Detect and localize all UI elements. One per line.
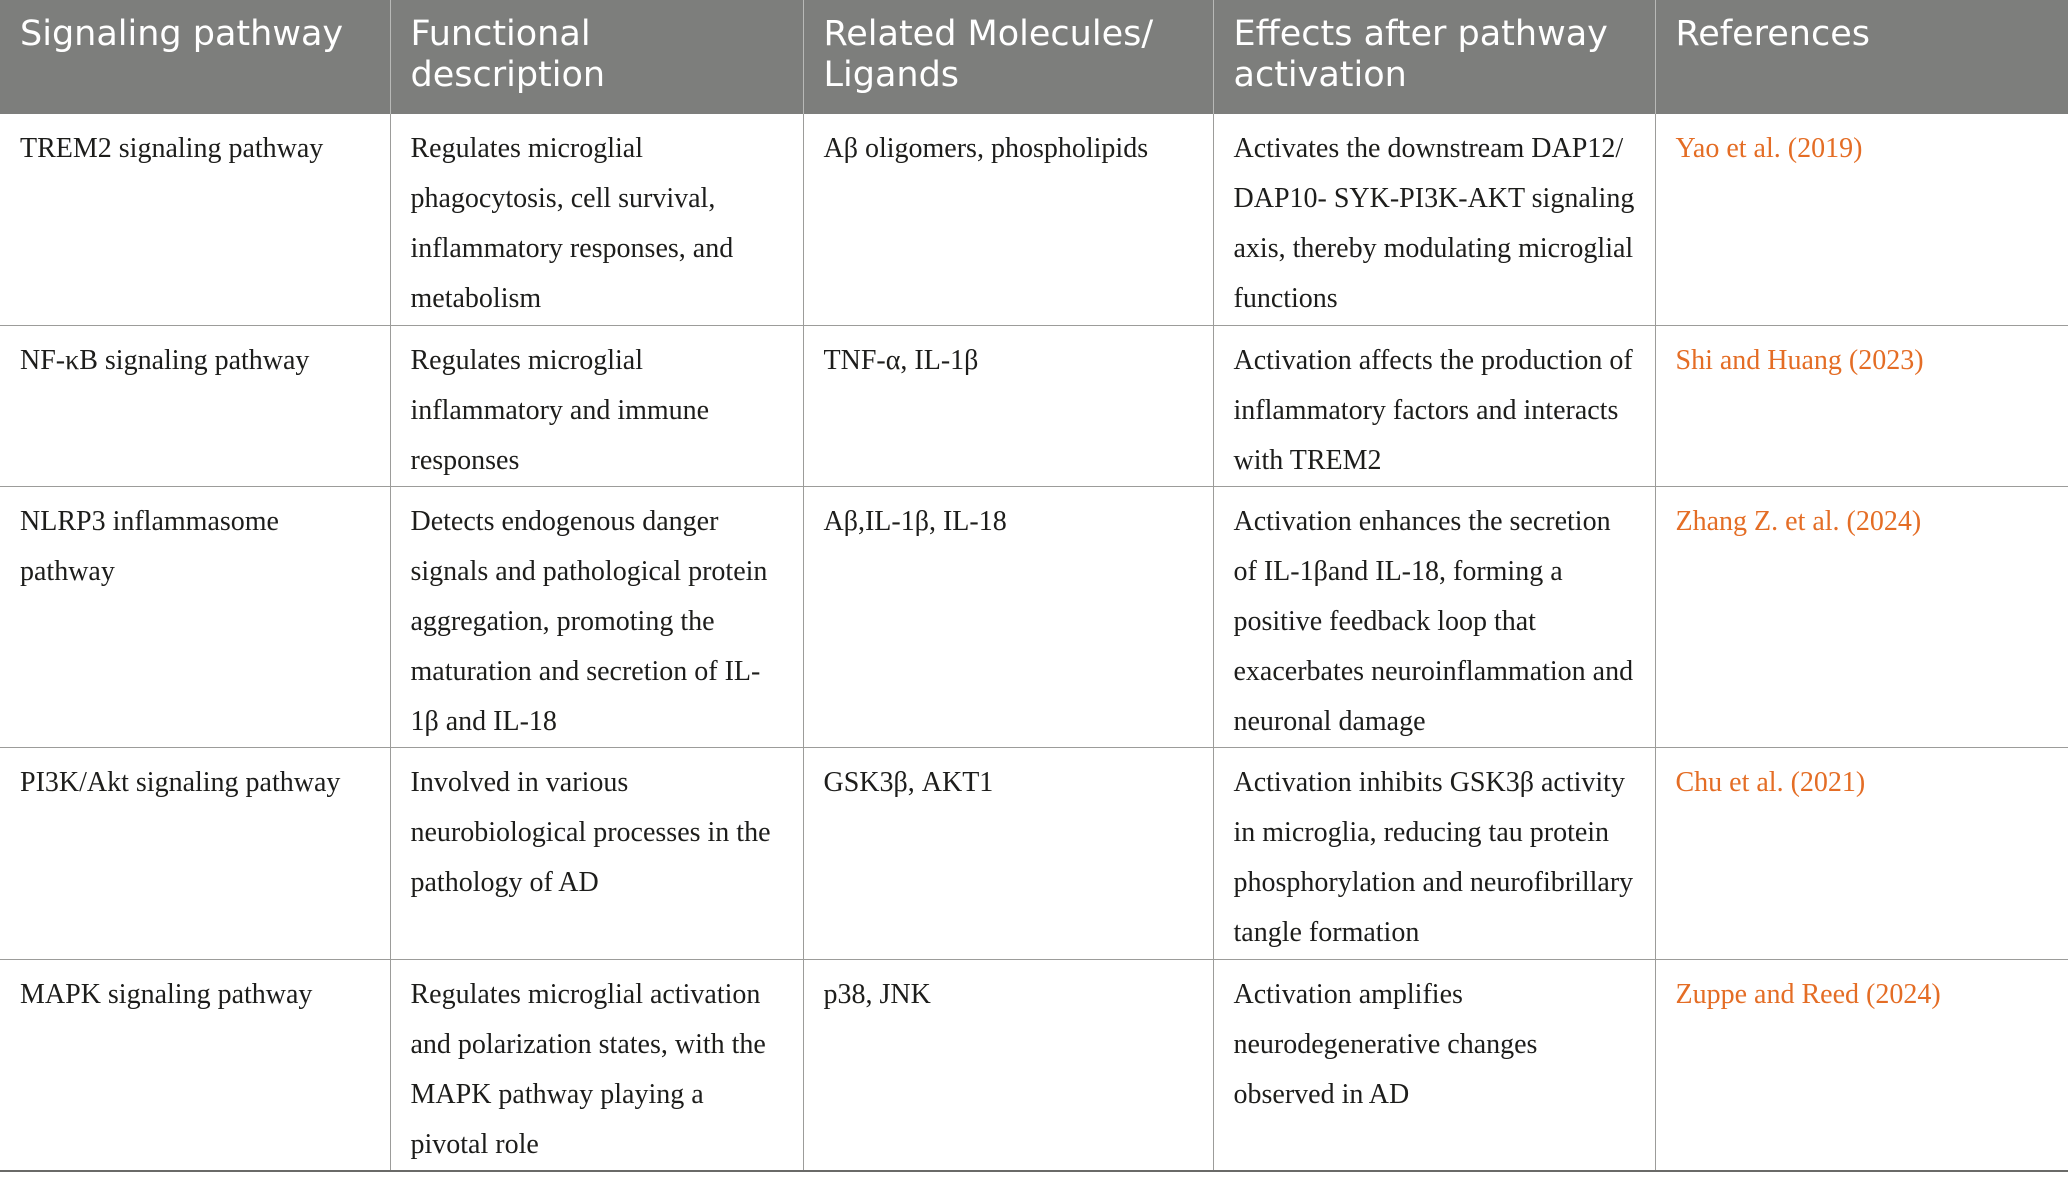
cell-effects: Activates the downstream DAP12/ DAP10- S… — [1212, 114, 1655, 326]
cell-molecules: Aβ oligomers, phospholipids — [802, 114, 1213, 326]
cell-molecules: p38, JNK — [802, 959, 1213, 1172]
reference-link[interactable]: Shi and Huang (2023) — [1654, 325, 2068, 487]
header-effects: Effects after pathway activation — [1212, 0, 1655, 114]
cell-effects: Activation amplifies neurodegenerative c… — [1212, 959, 1655, 1172]
cell-pathway: MAPK signaling pathway — [0, 959, 390, 1172]
cell-effects: Activation inhibits GSK3β activity in mi… — [1212, 747, 1655, 960]
cell-molecules: TNF-α, IL-1β — [802, 325, 1213, 487]
cell-description: Regulates microglial phagocytosis, cell … — [389, 114, 803, 326]
table-body: TREM2 signaling pathway Regulates microg… — [0, 114, 2068, 1172]
cell-description: Detects endogenous danger signals and pa… — [389, 486, 803, 748]
reference-link[interactable]: Zuppe and Reed (2024) — [1654, 959, 2068, 1172]
cell-molecules: Aβ,IL-1β, IL-18 — [802, 486, 1213, 748]
cell-pathway: TREM2 signaling pathway — [0, 114, 390, 326]
cell-pathway: PI3K/Akt signaling pathway — [0, 747, 390, 960]
reference-link[interactable]: Yao et al. (2019) — [1654, 114, 2068, 326]
cell-description: Involved in various neurobiological proc… — [389, 747, 803, 960]
header-related-molecules: Related Molecules/ Ligands — [802, 0, 1213, 114]
cell-pathway: NLRP3 inflammasome pathway — [0, 486, 390, 748]
header-signaling-pathway: Signaling pathway — [0, 0, 390, 114]
reference-link[interactable]: Chu et al. (2021) — [1654, 747, 2068, 960]
table-row: NF-κB signaling pathway Regulates microg… — [0, 325, 2068, 487]
table-row: PI3K/Akt signaling pathway Involved in v… — [0, 747, 2068, 960]
header-row: Signaling pathway Functional description… — [0, 0, 2068, 114]
table-row: TREM2 signaling pathway Regulates microg… — [0, 114, 2068, 326]
reference-link[interactable]: Zhang Z. et al. (2024) — [1654, 486, 2068, 748]
cell-effects: Activation affects the production of inf… — [1212, 325, 1655, 487]
table-row: MAPK signaling pathway Regulates microgl… — [0, 959, 2068, 1172]
table-row: NLRP3 inflammasome pathway Detects endog… — [0, 486, 2068, 748]
header-references: References — [1654, 0, 2068, 114]
cell-pathway: NF-κB signaling pathway — [0, 325, 390, 487]
cell-description: Regulates microglial activation and pola… — [389, 959, 803, 1172]
cell-molecules: GSK3β, AKT1 — [802, 747, 1213, 960]
cell-description: Regulates microglial inflammatory and im… — [389, 325, 803, 487]
cell-effects: Activation enhances the secretion of IL-… — [1212, 486, 1655, 748]
table-header: Signaling pathway Functional description… — [0, 0, 2068, 114]
header-functional-description: Functional description — [389, 0, 803, 114]
